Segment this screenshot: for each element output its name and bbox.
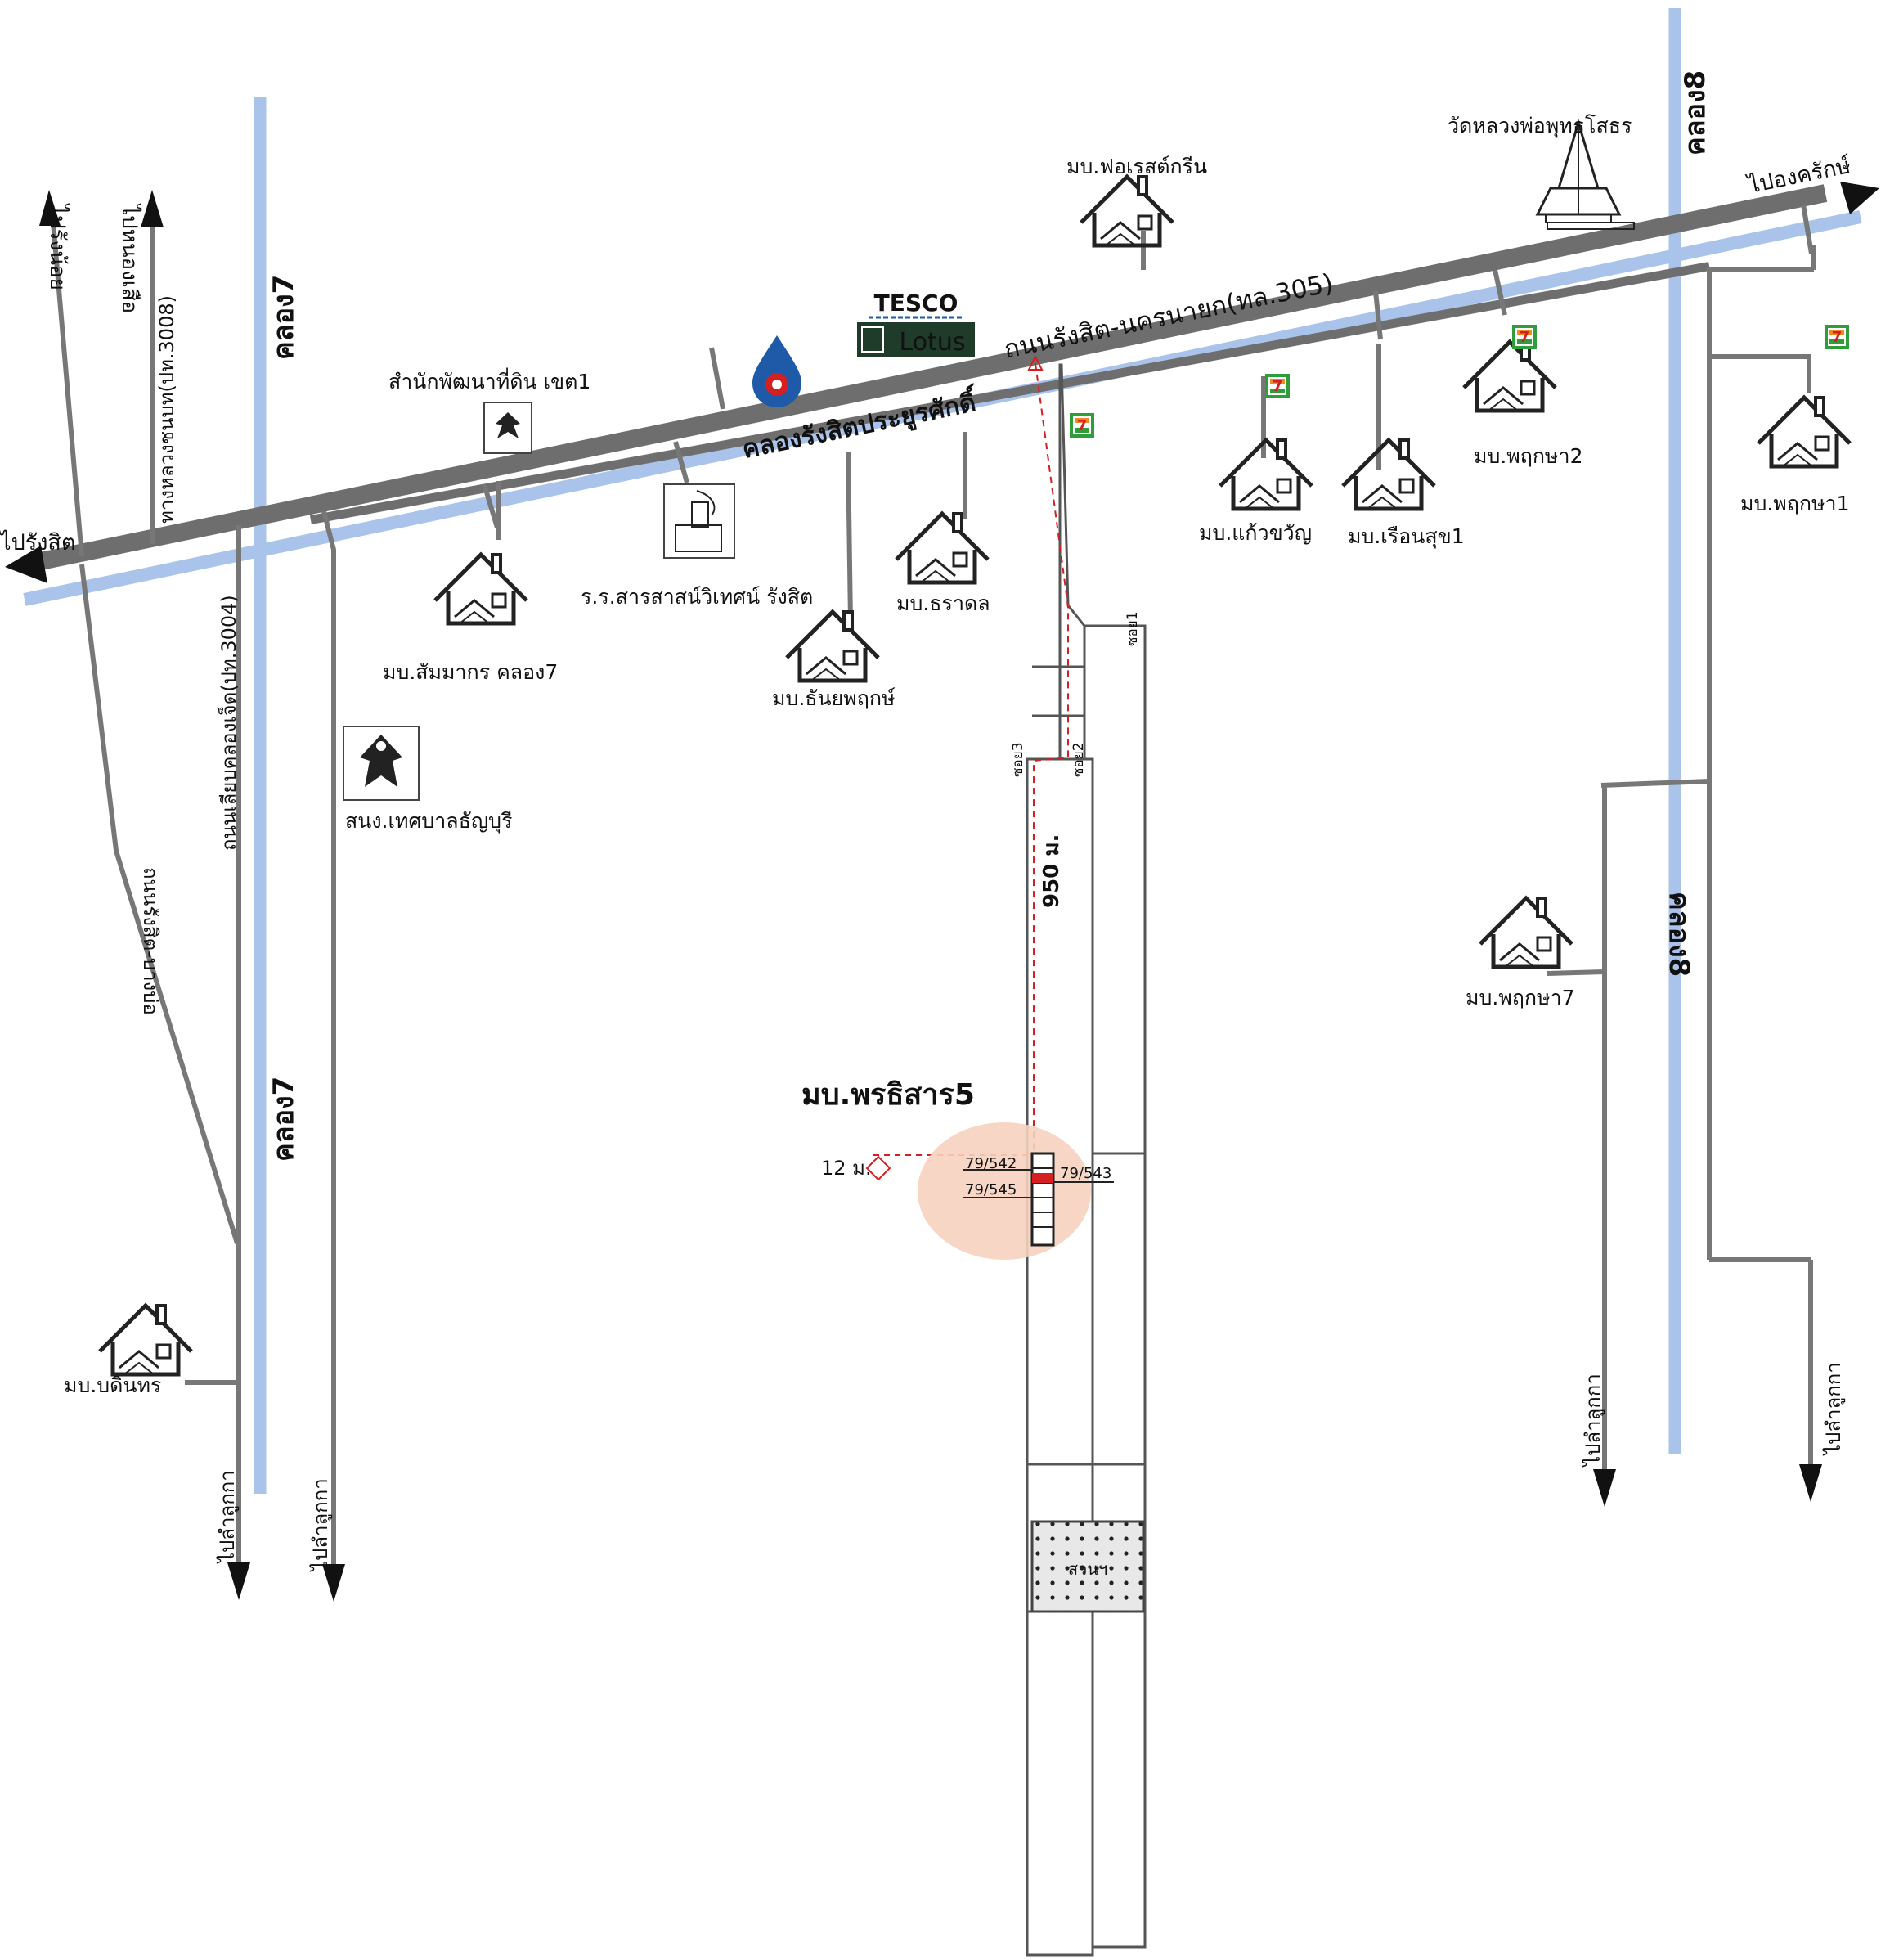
tesco-text: TESCO: [874, 290, 958, 317]
tharadon-label: มบ.ธราดล: [896, 591, 990, 615]
dir-south-1-label: ไปลำลูกกา: [216, 1470, 240, 1564]
house-pruksa2-icon: [1464, 342, 1556, 411]
road-east-klong7: [321, 510, 336, 1589]
arrow-west-icon: [5, 546, 47, 583]
forest-green-label: มบ.ฟอเรสต์กรีน: [1066, 155, 1207, 178]
klong7-bottom-label: คลอง7: [267, 1077, 300, 1162]
width-label: 12 ม.: [821, 1157, 872, 1180]
road-diag-label: ถนนรังสิต-บางบ่อ: [139, 867, 162, 1015]
distance-label: 950 ม.: [1039, 834, 1064, 908]
dir-west-label: ไปรังสิต: [0, 530, 75, 555]
pruksa7-label: มบ.พฤกษา7: [1466, 986, 1574, 1009]
municipal-label: สนง.เทศบาลธัญบุรี: [345, 809, 512, 834]
municipal-seal-icon: [343, 726, 420, 801]
soi2-strip: [1026, 757, 1094, 1957]
pruksa1-label: มบ.พฤกษา1: [1740, 492, 1849, 515]
house-pruksa1-icon: [1758, 398, 1850, 466]
road-3004-label: ถนนเลียบคลองเจ็ด(ปท.3004): [217, 595, 240, 851]
unit-b-label: 79/543: [1060, 1165, 1111, 1182]
route-arrow-icon: [1027, 354, 1044, 371]
road-3008-label: ทางหลวงชนบท(ปท.3008): [155, 295, 178, 524]
seven-eleven-icon: [1265, 374, 1290, 398]
arrow-south-icon: [227, 1562, 250, 1600]
house-ruensuk-icon: [1343, 440, 1434, 509]
dir-south-3-label: ไปลำลูกกา: [1582, 1373, 1605, 1468]
target-unit-block: [1030, 1152, 1055, 1247]
park-label: สวนฯ: [1068, 1559, 1107, 1579]
dir-south-2-label: ไปลำลูกกา: [309, 1478, 333, 1572]
tesco-lotus-logo: TESCO Lotus: [857, 290, 975, 357]
klong7-top-label: คลอง7: [267, 275, 300, 360]
klong8-top-label: คลอง8: [1679, 70, 1712, 155]
klong8-mid-label: คลอง8: [1663, 892, 1695, 977]
pruksa2-label: มบ.พฤกษา2: [1474, 444, 1582, 468]
kaewkhwan-label: มบ.แก้วขวัญ: [1199, 521, 1312, 545]
land-dev-seal-icon: [483, 402, 532, 454]
house-badintorn-icon: [100, 1306, 191, 1374]
house-sammakorn-icon: [435, 555, 527, 623]
gas-station-icon: [752, 335, 801, 407]
park-area: [1030, 1520, 1145, 1613]
soi1-label: ซอย1: [1125, 611, 1141, 646]
dir-nw2-label: ไปหนองเสือ: [117, 203, 142, 313]
sammakorn-label: มบ.สัมมากร คลอง7: [383, 660, 558, 684]
arrow-north-icon: [141, 190, 164, 227]
thanyaphruk-label: มบ.ธันยพฤกษ์: [772, 686, 896, 710]
nw-roads: [39, 190, 164, 557]
soi-system: [1026, 363, 1147, 1957]
target-name: มบ.พรธิสาร5: [801, 1078, 975, 1112]
arrow-east-icon: [1840, 182, 1879, 214]
school-icon: [663, 483, 735, 559]
lotus-text: Lotus: [900, 328, 966, 357]
ruensuk-label: มบ.เรือนสุข1: [1348, 524, 1465, 549]
unit-c-label: 79/545: [965, 1181, 1017, 1198]
seven-eleven-icon: [1825, 325, 1849, 349]
house-pruksa7-icon: [1480, 898, 1572, 967]
east-roads: [1547, 245, 1822, 1507]
soi2-label: ซอย2: [1071, 742, 1087, 777]
school-label: ร.ร.สารสาสน์วิเทศน์ รังสิต: [581, 585, 813, 609]
seven-eleven-icon: [1512, 325, 1537, 349]
house-forest-green-icon: [1081, 177, 1173, 245]
arrow-south-icon: [1799, 1464, 1822, 1502]
temple-label: วัดหลวงพ่อพุทธโสธร: [1448, 114, 1632, 138]
seven-eleven-icon: [1070, 413, 1094, 438]
house-thanyaphruk-icon: [787, 612, 878, 681]
temple-icon: [1535, 118, 1635, 230]
canal-layer: [23, 8, 1862, 1494]
dir-south-4-label: ไปลำลูกกา: [1822, 1362, 1846, 1456]
badintorn-label: มบ.บดินทร: [64, 1373, 161, 1397]
route-dashed: [1033, 362, 1069, 1155]
dir-nw1-label: ไปรังน้อย: [45, 203, 70, 290]
frontage-road-line: [310, 263, 1710, 524]
unit-a-label: 79/542: [965, 1155, 1017, 1172]
arrow-south-icon: [322, 1564, 345, 1602]
soi3-label: ซอย3: [1010, 742, 1026, 777]
house-tharadon-icon: [896, 514, 988, 582]
width-marker-icon: [865, 1155, 891, 1181]
target-unit-marker: [1032, 1173, 1053, 1183]
main-road-label: ถนนรังสิต-นครนายก(ทล.305): [1001, 268, 1336, 365]
land-dev-label: สำนักพัฒนาที่ดิน เขต1: [388, 367, 590, 393]
arrow-north-icon: [39, 190, 61, 226]
highway-305: [30, 184, 1828, 572]
arrow-south-icon: [1593, 1469, 1616, 1507]
road-rangsit-bangbo: [79, 564, 240, 1244]
